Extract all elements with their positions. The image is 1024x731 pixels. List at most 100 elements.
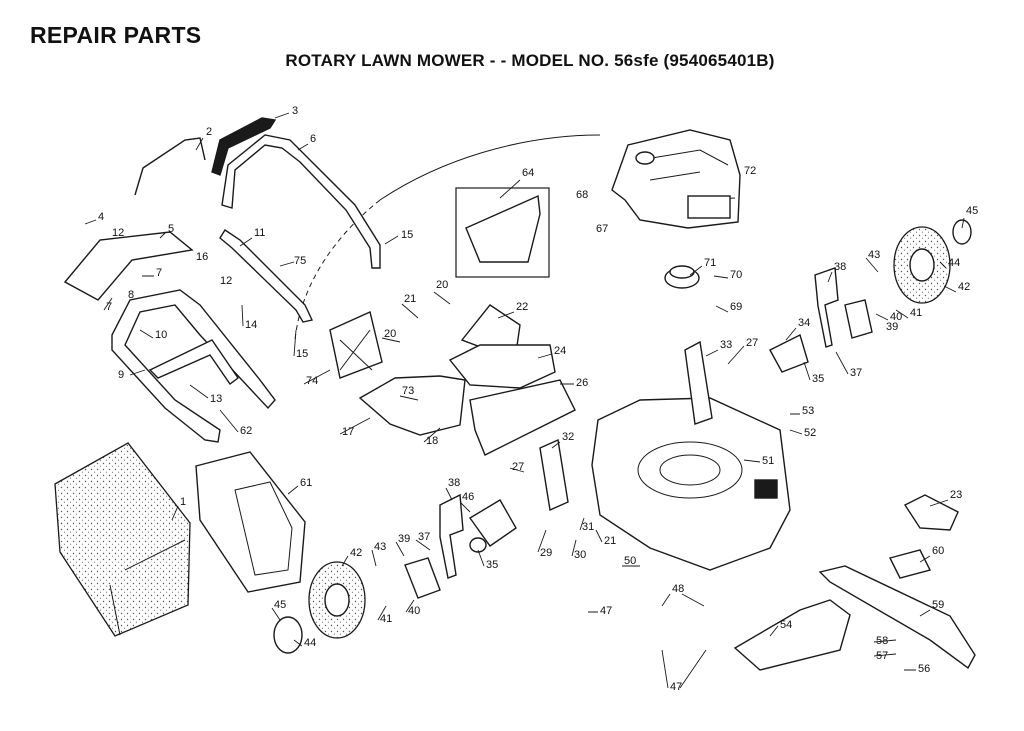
control-cable — [379, 134, 601, 201]
callout-45-left: 45 — [274, 599, 286, 611]
callout-64: 64 — [522, 167, 534, 179]
callout-20-top: 20 — [436, 279, 448, 291]
lower-handle-rail — [148, 339, 239, 385]
height-plate-left — [468, 499, 517, 547]
callout-60: 60 — [932, 545, 944, 557]
callout-74: 74 — [306, 375, 318, 387]
callout-20-mid: 20 — [384, 328, 396, 340]
hubcap-right — [952, 219, 972, 245]
callout-69: 69 — [730, 301, 742, 313]
page-heading: REPAIR PARTS — [30, 22, 202, 48]
bail-bar — [134, 137, 206, 196]
page-subheading: ROTARY LAWN MOWER - - MODEL NO. 56sfe (9… — [285, 51, 775, 70]
callout-12-top: 12 — [112, 227, 124, 239]
callout-47-bottom: 47 — [670, 681, 682, 693]
callout-24: 24 — [554, 345, 566, 357]
callout-14: 14 — [245, 319, 257, 331]
callout-44-right: 44 — [948, 257, 960, 269]
mower-deck — [591, 397, 791, 571]
callout-23: 23 — [950, 489, 962, 501]
callout-40-left: 40 — [408, 605, 420, 617]
callout-8: 8 — [128, 289, 134, 301]
lower-handle — [111, 289, 276, 443]
upper-handle — [221, 134, 381, 269]
callout-29: 29 — [540, 547, 552, 559]
cable-dash-to-deck — [294, 199, 381, 341]
handle-cover — [63, 231, 194, 301]
callout-9: 9 — [118, 369, 124, 381]
callout-2: 2 — [206, 126, 212, 138]
callout-54: 54 — [780, 619, 792, 631]
callout-37-left: 37 — [418, 531, 430, 543]
callout-12-mid: 12 — [220, 275, 232, 287]
callout-3: 3 — [292, 105, 298, 117]
deflector-shield — [469, 379, 576, 456]
callout-38-right: 38 — [834, 261, 846, 273]
callout-4: 4 — [98, 211, 104, 223]
callout-11: 11 — [254, 227, 265, 239]
axle-spacer-left — [469, 537, 487, 553]
height-adjuster-right — [684, 340, 713, 425]
callout-46: 46 — [462, 491, 474, 503]
callout-42-right: 42 — [958, 281, 970, 293]
callout-15-top: 15 — [401, 229, 413, 241]
callout-31: 31 — [582, 521, 594, 533]
deck-opening — [637, 441, 743, 499]
callout-47-mid: 47 — [600, 605, 612, 617]
callout-73: 73 — [402, 385, 414, 397]
callout-21-bottom: 21 — [604, 535, 616, 547]
callout-56: 56 — [918, 663, 930, 675]
callout-68: 68 — [576, 189, 588, 201]
rear-bracket — [358, 375, 466, 436]
callout-59: 59 — [932, 599, 944, 611]
callout-71: 71 — [704, 257, 716, 269]
callout-72: 72 — [744, 165, 756, 177]
callout-41-right: 41 — [910, 307, 922, 319]
callout-45-right: 45 — [966, 205, 978, 217]
cutting-blade — [818, 565, 976, 670]
callout-7-mid: 7 — [106, 301, 112, 313]
callout-70: 70 — [730, 269, 742, 281]
callout-61: 61 — [300, 477, 312, 489]
callout-35-left: 35 — [486, 559, 498, 571]
callout-21-top: 21 — [404, 293, 416, 305]
callout-27-left: 27 — [512, 461, 524, 473]
grass-bag — [54, 442, 191, 637]
callout-32: 32 — [562, 431, 574, 443]
callout-5: 5 — [168, 223, 174, 235]
callout-40-right: 40 — [890, 311, 902, 323]
mounting-plate — [329, 311, 383, 379]
callout-50: 50 — [624, 555, 636, 567]
upper-handle-lower-leg — [219, 229, 314, 323]
hubcap-left — [273, 616, 303, 654]
callout-41-left: 41 — [380, 613, 392, 625]
callout-34: 34 — [798, 317, 810, 329]
front-baffle — [733, 599, 851, 671]
rear-flap — [465, 194, 541, 263]
callout-62: 62 — [240, 425, 252, 437]
callout-10: 10 — [155, 329, 167, 341]
callout-6: 6 — [310, 133, 316, 145]
callout-30: 30 — [574, 549, 586, 561]
callout-39-right: 39 — [886, 321, 898, 333]
bag-frame — [195, 451, 306, 593]
callout-22: 22 — [516, 301, 528, 313]
wheel-bracket-left — [404, 557, 441, 599]
height-adjuster-left — [539, 438, 569, 512]
blade-adapter — [888, 549, 932, 579]
callout-17: 17 — [342, 426, 354, 438]
adjust-lever-right — [814, 267, 839, 348]
callout-75: 75 — [294, 255, 306, 267]
callout-33: 33 — [720, 339, 732, 351]
adjust-lever-left — [439, 493, 464, 579]
callout-57: 57 — [876, 650, 888, 662]
callout-15-mid: 15 — [296, 348, 308, 360]
callout-37-right: 37 — [850, 367, 862, 379]
callout-1: 1 — [180, 496, 186, 508]
callout-52: 52 — [804, 427, 816, 439]
wheel-bracket-right — [844, 299, 873, 339]
callout-16: 16 — [196, 251, 208, 263]
callout-43-right: 43 — [868, 249, 880, 261]
callout-48: 48 — [672, 583, 684, 595]
